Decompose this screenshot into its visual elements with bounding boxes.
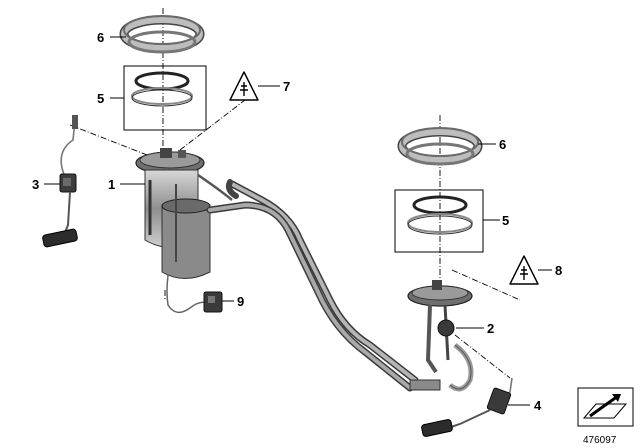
fuel-line bbox=[206, 179, 419, 392]
callout-8: 8 bbox=[555, 263, 562, 278]
lock-ring-right bbox=[397, 127, 483, 166]
fuel-pump-module-left bbox=[135, 148, 233, 314]
callout-2: 2 bbox=[487, 321, 494, 336]
caution-plug-icon bbox=[229, 71, 259, 101]
fuel-pump-module-right bbox=[407, 280, 474, 392]
seal-ring-set-left bbox=[123, 65, 207, 131]
document-number: 476097 bbox=[583, 435, 617, 446]
caution-plug-icon bbox=[509, 255, 539, 285]
callout-5-left: 5 bbox=[97, 91, 104, 106]
callout-5-right: 5 bbox=[502, 213, 509, 228]
callout-6-left: 6 bbox=[97, 30, 104, 45]
view-direction-icon bbox=[577, 387, 634, 427]
assembly-lines bbox=[69, 8, 521, 379]
callout-9: 9 bbox=[237, 294, 244, 309]
callout-4: 4 bbox=[534, 398, 542, 413]
leader-lines bbox=[44, 36, 552, 406]
callout-7: 7 bbox=[283, 79, 290, 94]
level-sensor-left bbox=[42, 115, 78, 248]
callout-1: 1 bbox=[108, 177, 115, 192]
lock-ring-left bbox=[119, 15, 205, 54]
callout-6-right: 6 bbox=[499, 137, 506, 152]
level-sensor-right bbox=[421, 377, 513, 437]
callout-3: 3 bbox=[32, 177, 39, 192]
seal-ring-set-right bbox=[394, 189, 484, 253]
connector-9 bbox=[203, 291, 223, 313]
